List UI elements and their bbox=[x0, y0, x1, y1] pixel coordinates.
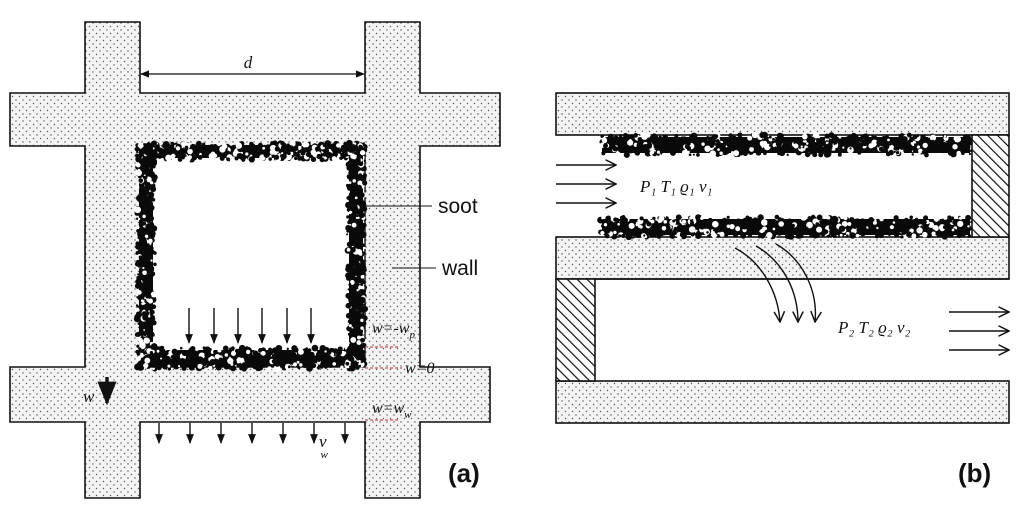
cond-ww-label: w=ww bbox=[372, 400, 412, 421]
panel-a: d soot wall w=-wp w=0 w=ww w bbox=[9, 21, 501, 499]
flux-arrows-channel bbox=[185, 308, 315, 344]
panel-a-label: (a) bbox=[448, 458, 480, 488]
exit-flux-arrows bbox=[155, 423, 349, 444]
soot-layer-bottom bbox=[597, 214, 973, 241]
outlet-plug bbox=[555, 278, 596, 382]
soot-layer bbox=[133, 139, 369, 372]
cond-wp-label: w=-wp bbox=[372, 320, 415, 341]
outlet-arrows bbox=[949, 312, 1009, 350]
inlet-state-label: P₁ T₁ ϱ₁ ν₁ bbox=[639, 177, 712, 196]
panel-b: P₁ T₁ ϱ₁ ν₁ P₂ T₂ ϱ₂ ν₂ (b) bbox=[555, 92, 1010, 488]
inlet-arrows bbox=[556, 165, 616, 203]
inlet-channel bbox=[139, 145, 366, 368]
soot-layer-top bbox=[599, 131, 973, 158]
dimension-label: d bbox=[244, 53, 253, 72]
wall-label: wall bbox=[441, 257, 478, 280]
wall-flow-arrows bbox=[734, 243, 815, 322]
outlet-state-label: P₂ T₂ ϱ₂ ν₂ bbox=[837, 318, 910, 337]
bottom-wall bbox=[555, 380, 1010, 424]
w-label: w bbox=[83, 387, 95, 406]
soot-label: soot bbox=[438, 195, 478, 218]
cond-zero-label: w=0 bbox=[405, 360, 434, 377]
middle-wall bbox=[555, 236, 1010, 280]
top-wall bbox=[555, 92, 1010, 136]
panel-b-label: (b) bbox=[958, 458, 991, 488]
inlet-plug bbox=[971, 134, 1010, 238]
